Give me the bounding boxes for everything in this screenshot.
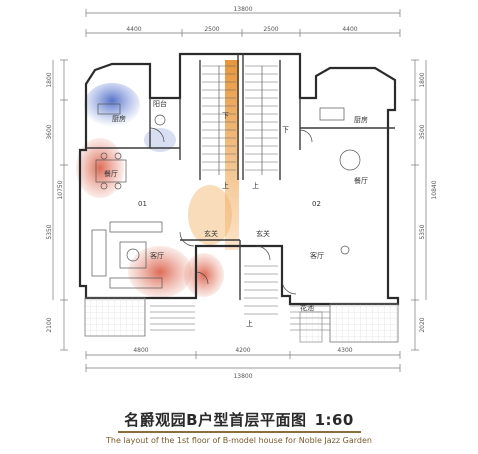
color-washes xyxy=(76,60,239,298)
dim-top-1: 4400 xyxy=(126,26,141,33)
left-furniture xyxy=(91,103,166,289)
dim-right-total: 10840 xyxy=(431,180,438,199)
label-right-kitchen: 厨房 xyxy=(354,115,368,124)
label-right-dining: 餐厅 xyxy=(354,176,368,185)
dim-left-4: 2100 xyxy=(46,317,53,332)
dim-left-2: 3600 xyxy=(46,124,53,139)
plan-title-scale: 1:60 xyxy=(314,411,354,429)
plan-title: 名爵观园B户型首层平面图 1:60 xyxy=(0,409,478,430)
dim-bottom-2: 4200 xyxy=(235,347,250,354)
dim-bottom-1: 4800 xyxy=(133,347,148,354)
dim-bottom-total: 13800 xyxy=(233,373,252,380)
dim-top-3: 2500 xyxy=(263,26,278,33)
dim-top-2: 2500 xyxy=(204,26,219,33)
label-left-dining: 餐厅 xyxy=(104,169,118,178)
dim-left-total: 10750 xyxy=(57,180,64,199)
label-stair-dn-left: 下 xyxy=(222,112,229,120)
dim-top-total: 13800 xyxy=(233,6,252,13)
label-right-living: 客厅 xyxy=(310,251,324,260)
floor-plan: 13800 4400 2500 2500 4400 4200 4800 4300… xyxy=(46,6,438,380)
dim-right-1: 1800 xyxy=(419,72,426,87)
right-porch xyxy=(329,303,399,343)
left-porch xyxy=(84,297,146,337)
dim-right-4: 2020 xyxy=(419,317,426,332)
label-stair-dn-right: 下 xyxy=(282,126,289,134)
dimension-lines xyxy=(52,9,427,372)
dim-right-3: 5350 xyxy=(419,224,426,239)
plan-subtitle: The layout of the 1st floor of B-model h… xyxy=(106,436,372,445)
label-right-unit: 02 xyxy=(312,200,321,208)
interior-walls xyxy=(86,54,395,300)
label-left-laundry: 阳台 xyxy=(153,99,167,108)
dim-top-4: 4400 xyxy=(342,26,357,33)
dim-left-3: 5350 xyxy=(46,224,53,239)
right-furniture xyxy=(319,107,361,255)
label-right-planter: 花池 xyxy=(300,303,314,312)
label-stair-up-left: 上 xyxy=(222,181,229,190)
exterior-walls xyxy=(78,52,400,306)
dim-left-1: 1800 xyxy=(46,72,53,87)
stairs xyxy=(150,65,330,331)
dim-bottom-3: 4300 xyxy=(337,347,352,354)
dim-right-2: 3500 xyxy=(419,124,426,139)
right-planter xyxy=(299,311,323,343)
doors xyxy=(149,127,313,295)
label-left-unit: 01 xyxy=(138,200,147,208)
title-divider xyxy=(118,431,361,433)
label-right-foyer: 玄关 xyxy=(256,229,270,238)
label-left-foyer: 玄关 xyxy=(204,229,218,238)
label-stair-up-right: 上 xyxy=(252,181,259,190)
label-left-kitchen: 厨房 xyxy=(112,114,126,123)
label-stair-up-lower: 上 xyxy=(246,319,253,328)
label-left-living: 客厅 xyxy=(150,251,164,260)
plan-title-main: 名爵观园B户型首层平面图 xyxy=(124,411,307,429)
